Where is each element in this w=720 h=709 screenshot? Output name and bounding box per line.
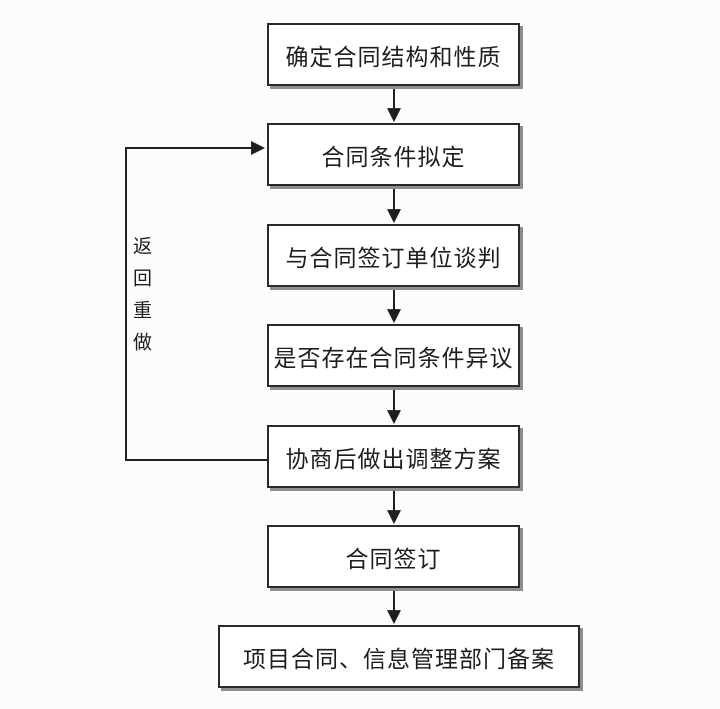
flow-node-negotiate-with-signing-unit: 与合同签订单位谈判 xyxy=(267,224,520,287)
feedback-loop-label: 返回重做 xyxy=(130,236,151,364)
flow-node-contract-signing: 合同签订 xyxy=(267,525,520,588)
feedback-loop-line xyxy=(125,141,267,461)
flow-node-adjustment-plan: 协商后做出调整方案 xyxy=(267,425,520,488)
flow-node-department-filing: 项目合同、信息管理部门备案 xyxy=(218,625,580,688)
flow-node-check-condition-objections: 是否存在合同条件异议 xyxy=(267,324,520,387)
flow-node-determine-structure: 确定合同结构和性质 xyxy=(267,23,520,86)
flow-node-draft-conditions: 合同条件拟定 xyxy=(267,123,520,186)
